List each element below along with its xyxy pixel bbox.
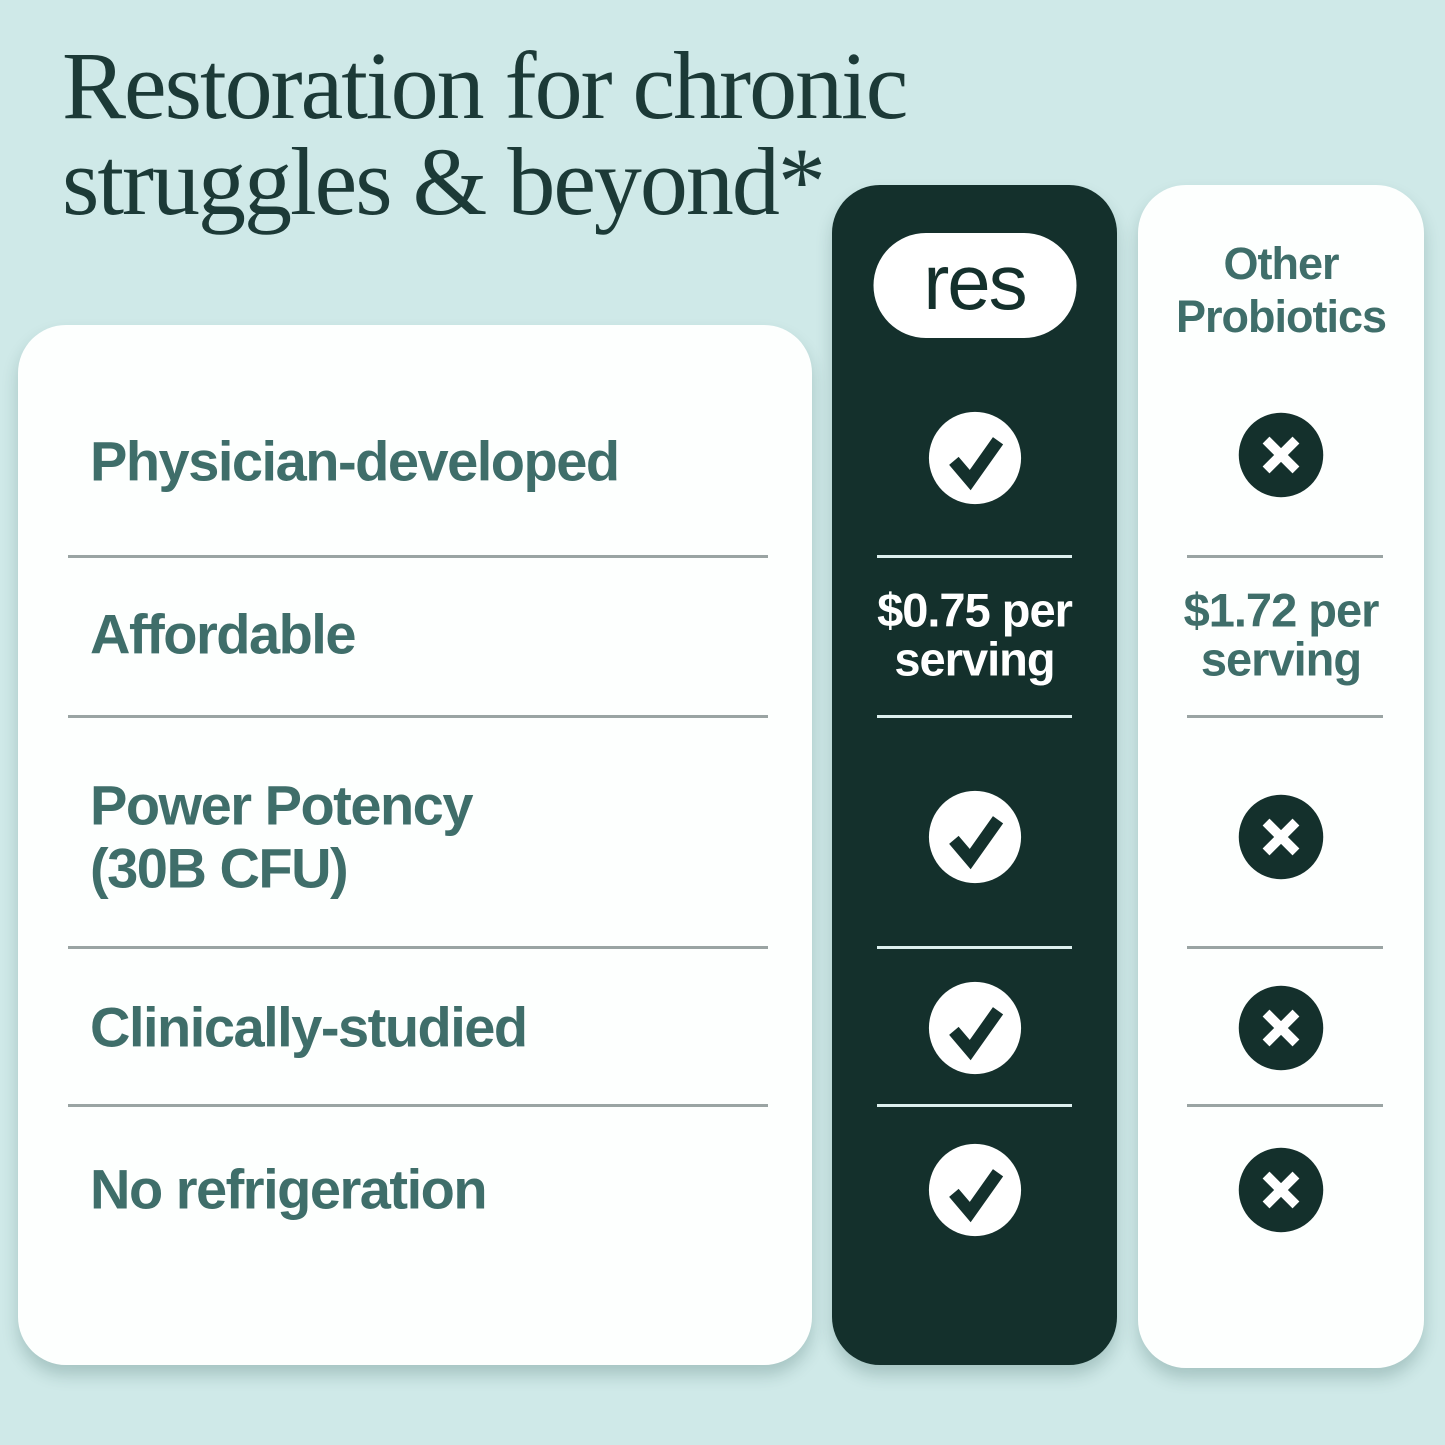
divider bbox=[1187, 555, 1383, 558]
divider bbox=[877, 946, 1072, 949]
divider bbox=[1187, 946, 1383, 949]
feature-label-physician-developed: Physician-developed bbox=[90, 429, 620, 493]
res-column: res $0.75 per serving bbox=[832, 185, 1117, 1365]
divider bbox=[877, 1104, 1072, 1107]
check-icon bbox=[927, 1142, 1023, 1238]
feature-label-no-refrigeration: No refrigeration bbox=[90, 1157, 488, 1221]
x-icon bbox=[1237, 984, 1325, 1072]
x-icon bbox=[1237, 411, 1325, 499]
divider bbox=[877, 555, 1072, 558]
divider bbox=[877, 715, 1072, 718]
divider bbox=[68, 555, 768, 558]
check-icon bbox=[927, 980, 1023, 1076]
other-column-header: Other Probiotics bbox=[1175, 237, 1387, 342]
check-icon bbox=[927, 789, 1023, 885]
other-price: $1.72 per serving bbox=[1183, 583, 1380, 686]
x-icon bbox=[1237, 793, 1325, 881]
page-title: Restoration for chronic struggles & beyo… bbox=[62, 32, 908, 235]
divider bbox=[68, 715, 768, 718]
other-probiotics-column: Other Probiotics $1.72 per serving bbox=[1138, 185, 1424, 1368]
feature-label-power-potency: Power Potency (30B CFU) bbox=[90, 773, 473, 899]
feature-label-affordable: Affordable bbox=[90, 602, 357, 666]
res-logo-text: res bbox=[923, 237, 1027, 326]
divider bbox=[1187, 1104, 1383, 1107]
feature-label-clinically-studied: Clinically-studied bbox=[90, 995, 528, 1059]
res-price: $0.75 per serving bbox=[877, 583, 1073, 686]
res-logo-pill: res bbox=[873, 233, 1076, 338]
check-icon bbox=[927, 410, 1023, 506]
divider bbox=[68, 946, 768, 949]
divider bbox=[1187, 715, 1383, 718]
features-card: Physician-developed Affordable Power Pot… bbox=[18, 325, 812, 1365]
x-icon bbox=[1237, 1146, 1325, 1234]
divider bbox=[68, 1104, 768, 1107]
